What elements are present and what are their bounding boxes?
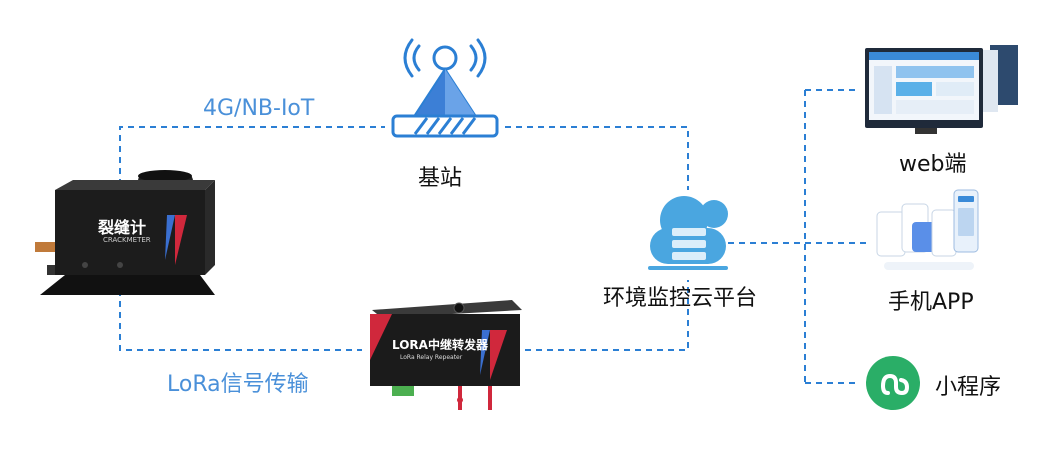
- monitor-icon: [865, 45, 1018, 134]
- crackmeter-device: 裂缝计 CRACKMETER: [25, 170, 215, 305]
- repeater-subtitle: LoRa Relay Repeater: [400, 354, 463, 361]
- app-client: [872, 182, 982, 274]
- cloud-platform: [642, 192, 734, 272]
- phone-app-icon: [876, 189, 979, 270]
- miniprogram-client: [866, 356, 920, 410]
- repeater-body: [370, 300, 522, 410]
- platform-label: 环境监控云平台: [603, 286, 758, 311]
- lora-repeater-device: LORA中继转发器 LoRa Relay Repeater: [362, 300, 527, 412]
- link-sensor-repeater: [119, 290, 362, 351]
- base-station: [385, 38, 505, 148]
- sensor-name: 裂缝计: [98, 218, 147, 237]
- base-station-label: 基站: [418, 166, 463, 191]
- link-lora-label: LoRa信号传输: [167, 372, 309, 397]
- app-label: 手机APP: [888, 290, 974, 315]
- antenna-tower-icon: [391, 38, 499, 138]
- sensor-subname: CRACKMETER: [103, 236, 151, 244]
- cloud-server-icon: [648, 196, 728, 270]
- web-label: web端: [899, 152, 967, 177]
- miniprogram-label: 小程序: [935, 375, 1002, 400]
- link-repeater-cloud: [525, 280, 689, 351]
- web-client: [860, 40, 1020, 138]
- miniprogram-icon: [866, 356, 920, 410]
- link-4g-label: 4G/NB-IoT: [203, 96, 315, 121]
- link-basestation-cloud: [505, 126, 689, 190]
- crackmeter-body: [35, 170, 215, 295]
- link-sensor-basestation: [119, 126, 385, 185]
- repeater-title: LORA中继转发器: [392, 338, 488, 352]
